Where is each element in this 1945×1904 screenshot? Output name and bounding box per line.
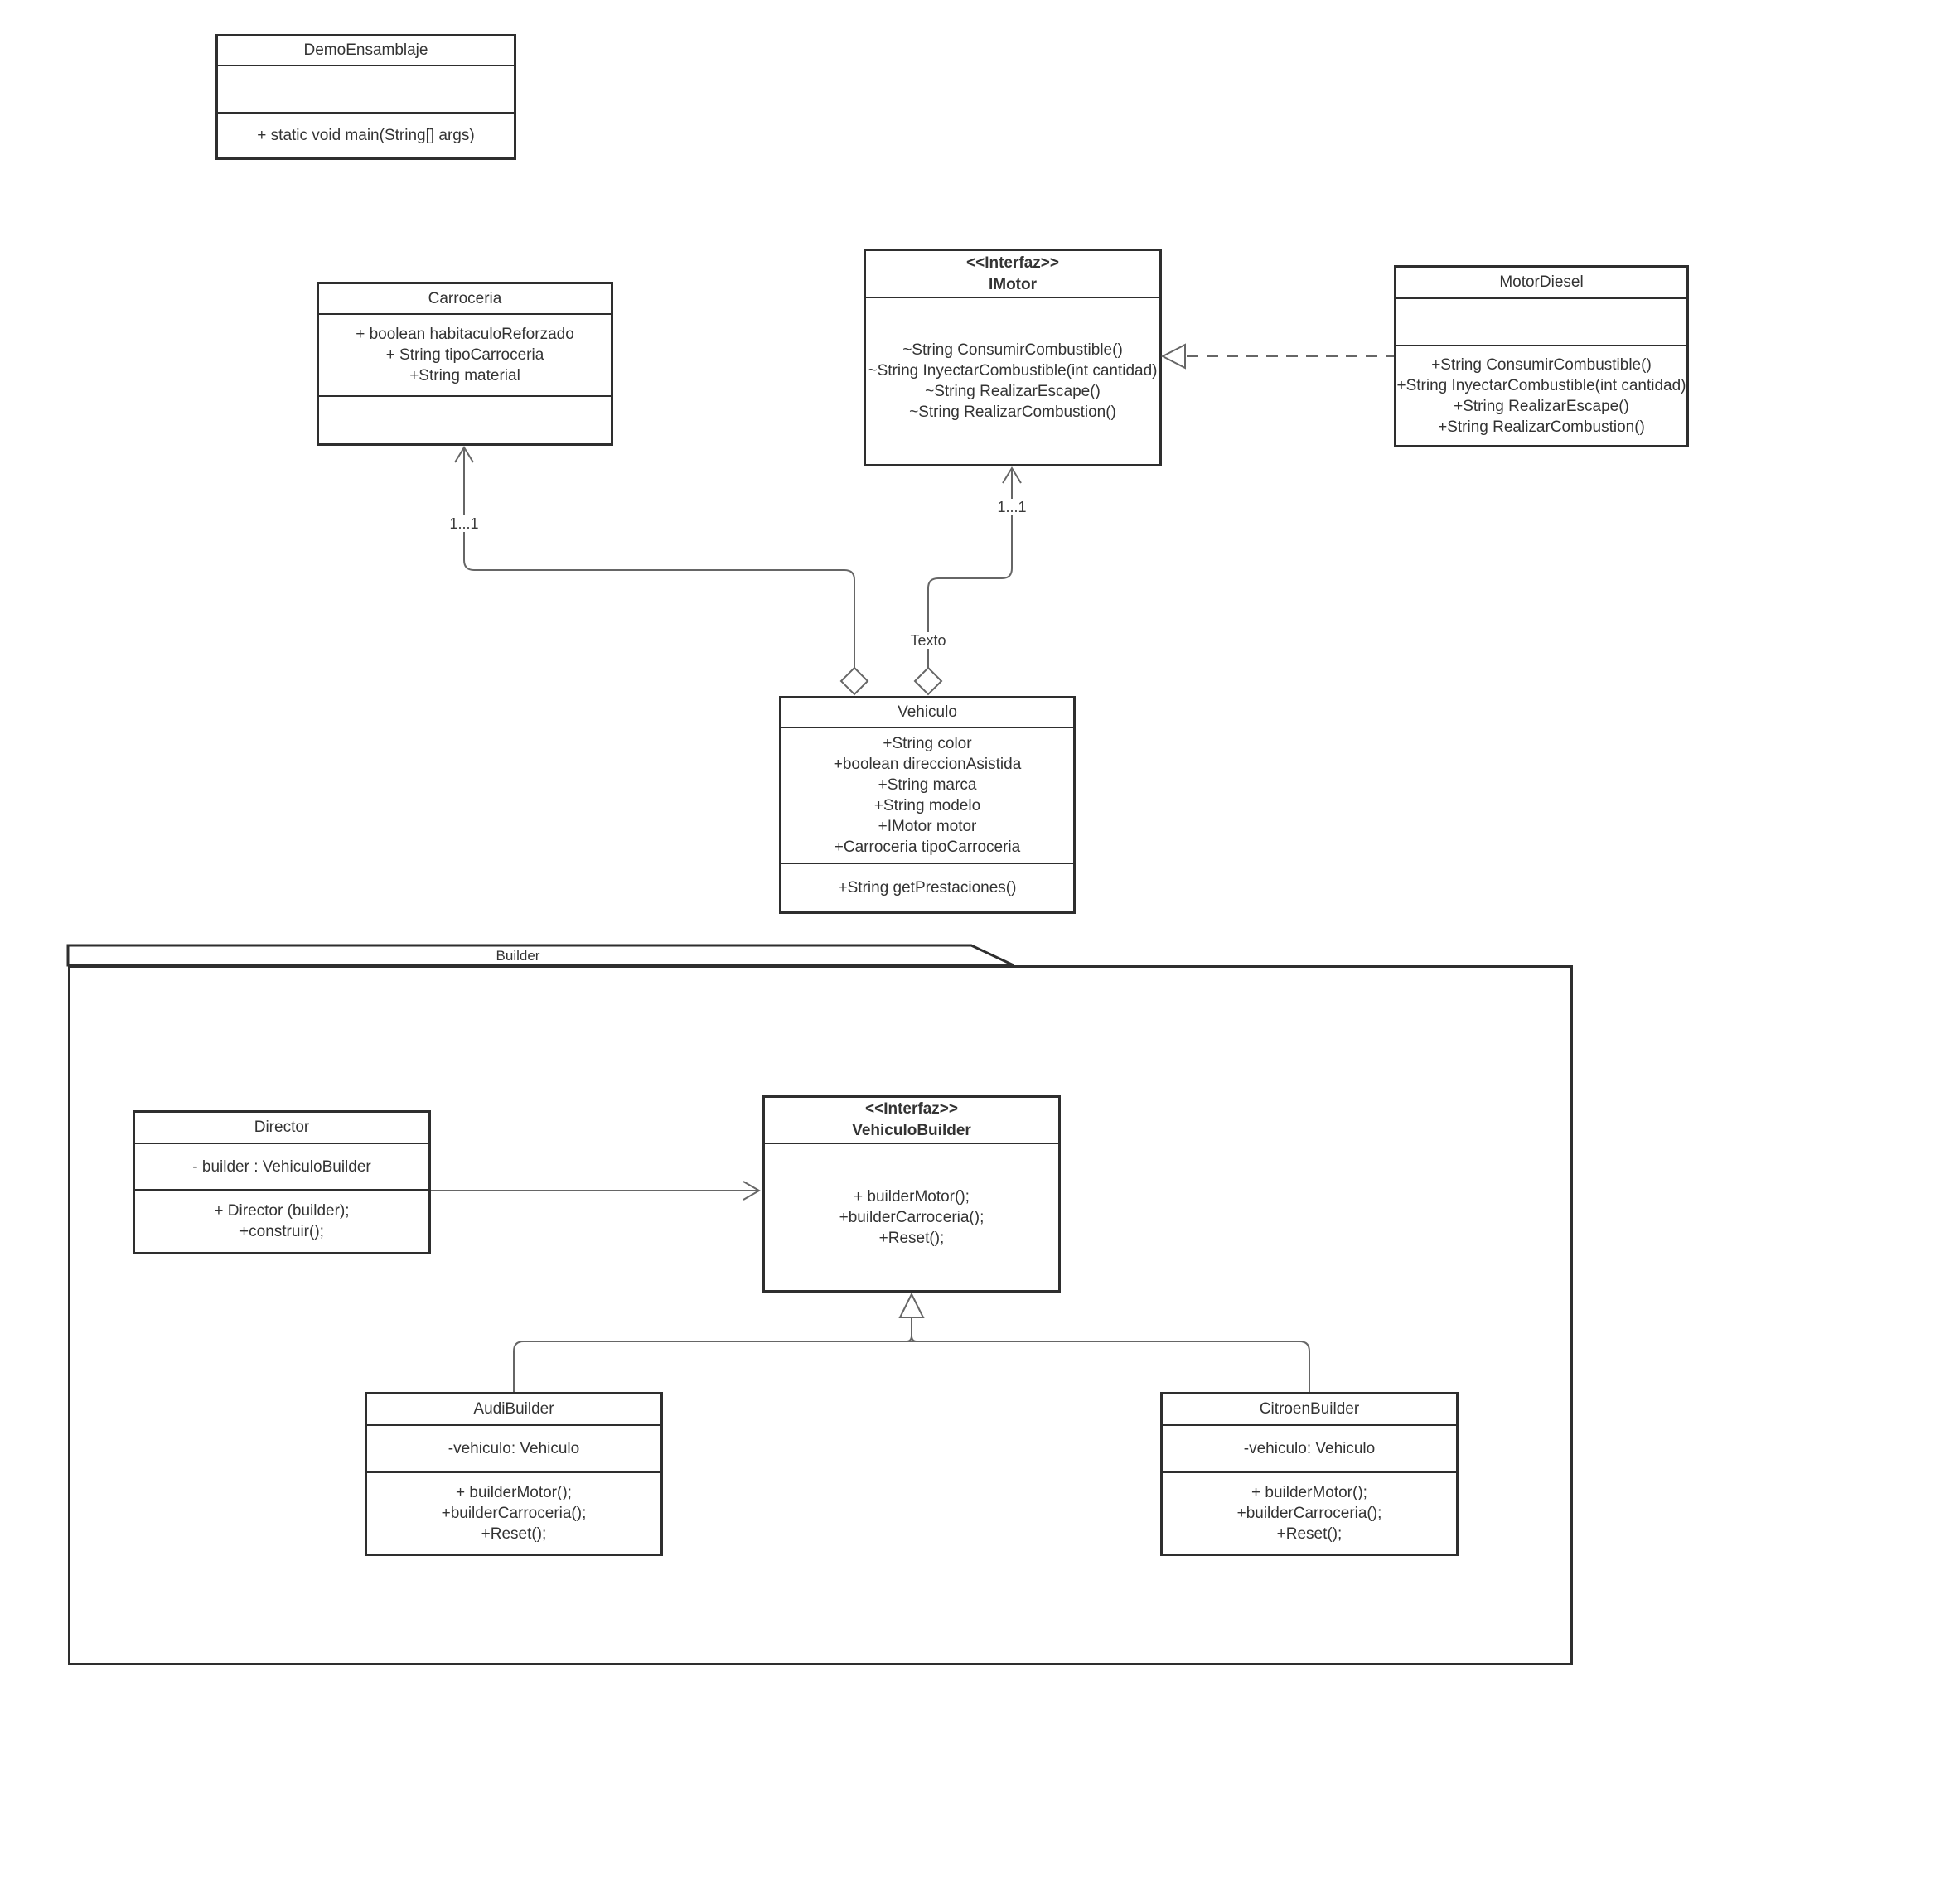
method-line: ~String RealizarCombustion()	[909, 404, 1116, 421]
class-title-text: AudiBuilder	[473, 1400, 554, 1418]
attribute-line: + String tipoCarroceria	[385, 346, 544, 364]
attribute-line: -vehiculo: Vehiculo	[448, 1440, 580, 1457]
method-line: +String RealizarEscape()	[1454, 397, 1629, 415]
class-director: Director - builder : VehiculoBuilder + D…	[133, 1110, 431, 1254]
class-methods	[319, 395, 611, 443]
method-line: +construir();	[239, 1223, 324, 1240]
multiplicity-label-imotor: 1...1	[994, 499, 1030, 515]
attribute-line: + boolean habitaculoReforzado	[356, 326, 574, 343]
class-attributes: + boolean habitaculoReforzado + String t…	[319, 313, 611, 395]
class-title-text: DemoEnsamblaje	[303, 41, 428, 59]
class-methods: + builderMotor(); +builderCarroceria(); …	[1163, 1471, 1456, 1554]
class-title-text: MotorDiesel	[1499, 273, 1584, 291]
class-title: Vehiculo	[781, 698, 1073, 727]
package-builder-label: Builder	[496, 948, 540, 964]
interface-methods: ~String ConsumirCombustible() ~String In…	[866, 297, 1159, 464]
method-line: +Reset();	[1276, 1525, 1343, 1543]
class-methods: + static void main(String[] args)	[218, 112, 514, 157]
class-title-text: CitroenBuilder	[1259, 1400, 1360, 1418]
class-attributes: +String color +boolean direccionAsistida…	[781, 727, 1073, 863]
method-line: +builderCarroceria();	[839, 1208, 985, 1226]
class-attributes: -vehiculo: Vehiculo	[367, 1424, 660, 1471]
attribute-line: -vehiculo: Vehiculo	[1243, 1440, 1376, 1457]
class-vehiculo: Vehiculo +String color +boolean direccio…	[779, 696, 1076, 914]
method-line: ~String RealizarEscape()	[925, 383, 1101, 400]
interface-title: <<Interfaz>> IMotor	[866, 251, 1159, 297]
method-line: +builderCarroceria();	[441, 1505, 587, 1522]
interface-title-text: VehiculoBuilder	[852, 1122, 971, 1139]
class-title: DemoEnsamblaje	[218, 36, 514, 65]
interface-title-text: IMotor	[988, 275, 1038, 293]
class-title-text: Director	[254, 1119, 310, 1136]
class-methods: +String getPrestaciones()	[781, 863, 1073, 911]
class-motordiesel: MotorDiesel +String ConsumirCombustible(…	[1394, 265, 1689, 447]
class-title: Director	[135, 1113, 428, 1143]
method-line: +Reset();	[878, 1229, 945, 1247]
class-attributes	[218, 65, 514, 112]
class-audibuilder: AudiBuilder -vehiculo: Vehiculo + builde…	[365, 1392, 663, 1556]
class-attributes	[1396, 297, 1686, 345]
method-line: + builderMotor();	[854, 1187, 970, 1206]
interface-imotor: <<Interfaz>> IMotor ~String ConsumirComb…	[864, 249, 1162, 466]
method-line: +String getPrestaciones()	[838, 879, 1017, 896]
attribute-line: +Carroceria tipoCarroceria	[834, 838, 1021, 856]
class-title-text: Carroceria	[428, 289, 502, 307]
method-line: +String RealizarCombustion()	[1438, 418, 1645, 436]
method-line: + Director (builder);	[214, 1202, 350, 1220]
class-attributes: - builder : VehiculoBuilder	[135, 1143, 428, 1189]
attribute-line: +boolean direccionAsistida	[833, 756, 1022, 773]
class-methods: + Director (builder); +construir();	[135, 1189, 428, 1252]
edge-label-texto: Texto	[907, 632, 950, 649]
attribute-line: +String material	[409, 367, 520, 384]
method-line: ~String InyectarCombustible(int cantidad…	[868, 362, 1158, 379]
class-attributes: -vehiculo: Vehiculo	[1163, 1424, 1456, 1471]
attribute-line: +IMotor motor	[878, 818, 977, 835]
stereotype-text: <<Interfaz>>	[865, 1100, 958, 1118]
multiplicity-label-carroceria: 1...1	[446, 515, 482, 532]
class-title-text: Vehiculo	[898, 703, 957, 721]
method-line: ~String ConsumirCombustible()	[902, 341, 1123, 359]
stereotype-text: <<Interfaz>>	[966, 254, 1059, 272]
attribute-line: - builder : VehiculoBuilder	[192, 1157, 371, 1176]
attribute-line: +String marca	[878, 776, 977, 794]
class-carroceria: Carroceria + boolean habitaculoReforzado…	[317, 282, 613, 446]
interface-vehiculobuilder: <<Interfaz>> VehiculoBuilder + builderMo…	[762, 1095, 1061, 1293]
attribute-line: +String modelo	[873, 797, 981, 814]
method-line: +String ConsumirCombustible()	[1431, 355, 1652, 374]
class-title: MotorDiesel	[1396, 268, 1686, 297]
package-builder-body	[68, 965, 1573, 1665]
method-line: +Reset();	[481, 1525, 547, 1543]
class-methods: + builderMotor(); +builderCarroceria(); …	[367, 1471, 660, 1554]
method-line: +String InyectarCombustible(int cantidad…	[1396, 376, 1686, 394]
class-title: CitroenBuilder	[1163, 1394, 1456, 1424]
class-methods: +String ConsumirCombustible() +String In…	[1396, 345, 1686, 445]
method-line: + builderMotor();	[456, 1484, 572, 1501]
class-title: Carroceria	[319, 284, 611, 313]
interface-title: <<Interfaz>> VehiculoBuilder	[765, 1098, 1058, 1143]
interface-methods: + builderMotor(); +builderCarroceria(); …	[765, 1143, 1058, 1290]
method-line: + builderMotor();	[1251, 1484, 1367, 1501]
class-citroenbuilder: CitroenBuilder -vehiculo: Vehiculo + bui…	[1160, 1392, 1459, 1556]
method-line: + static void main(String[] args)	[257, 127, 475, 144]
class-demoensamblaje: DemoEnsamblaje + static void main(String…	[215, 34, 516, 160]
attribute-line: +String color	[883, 735, 972, 752]
method-line: +builderCarroceria();	[1236, 1505, 1382, 1522]
class-title: AudiBuilder	[367, 1394, 660, 1424]
